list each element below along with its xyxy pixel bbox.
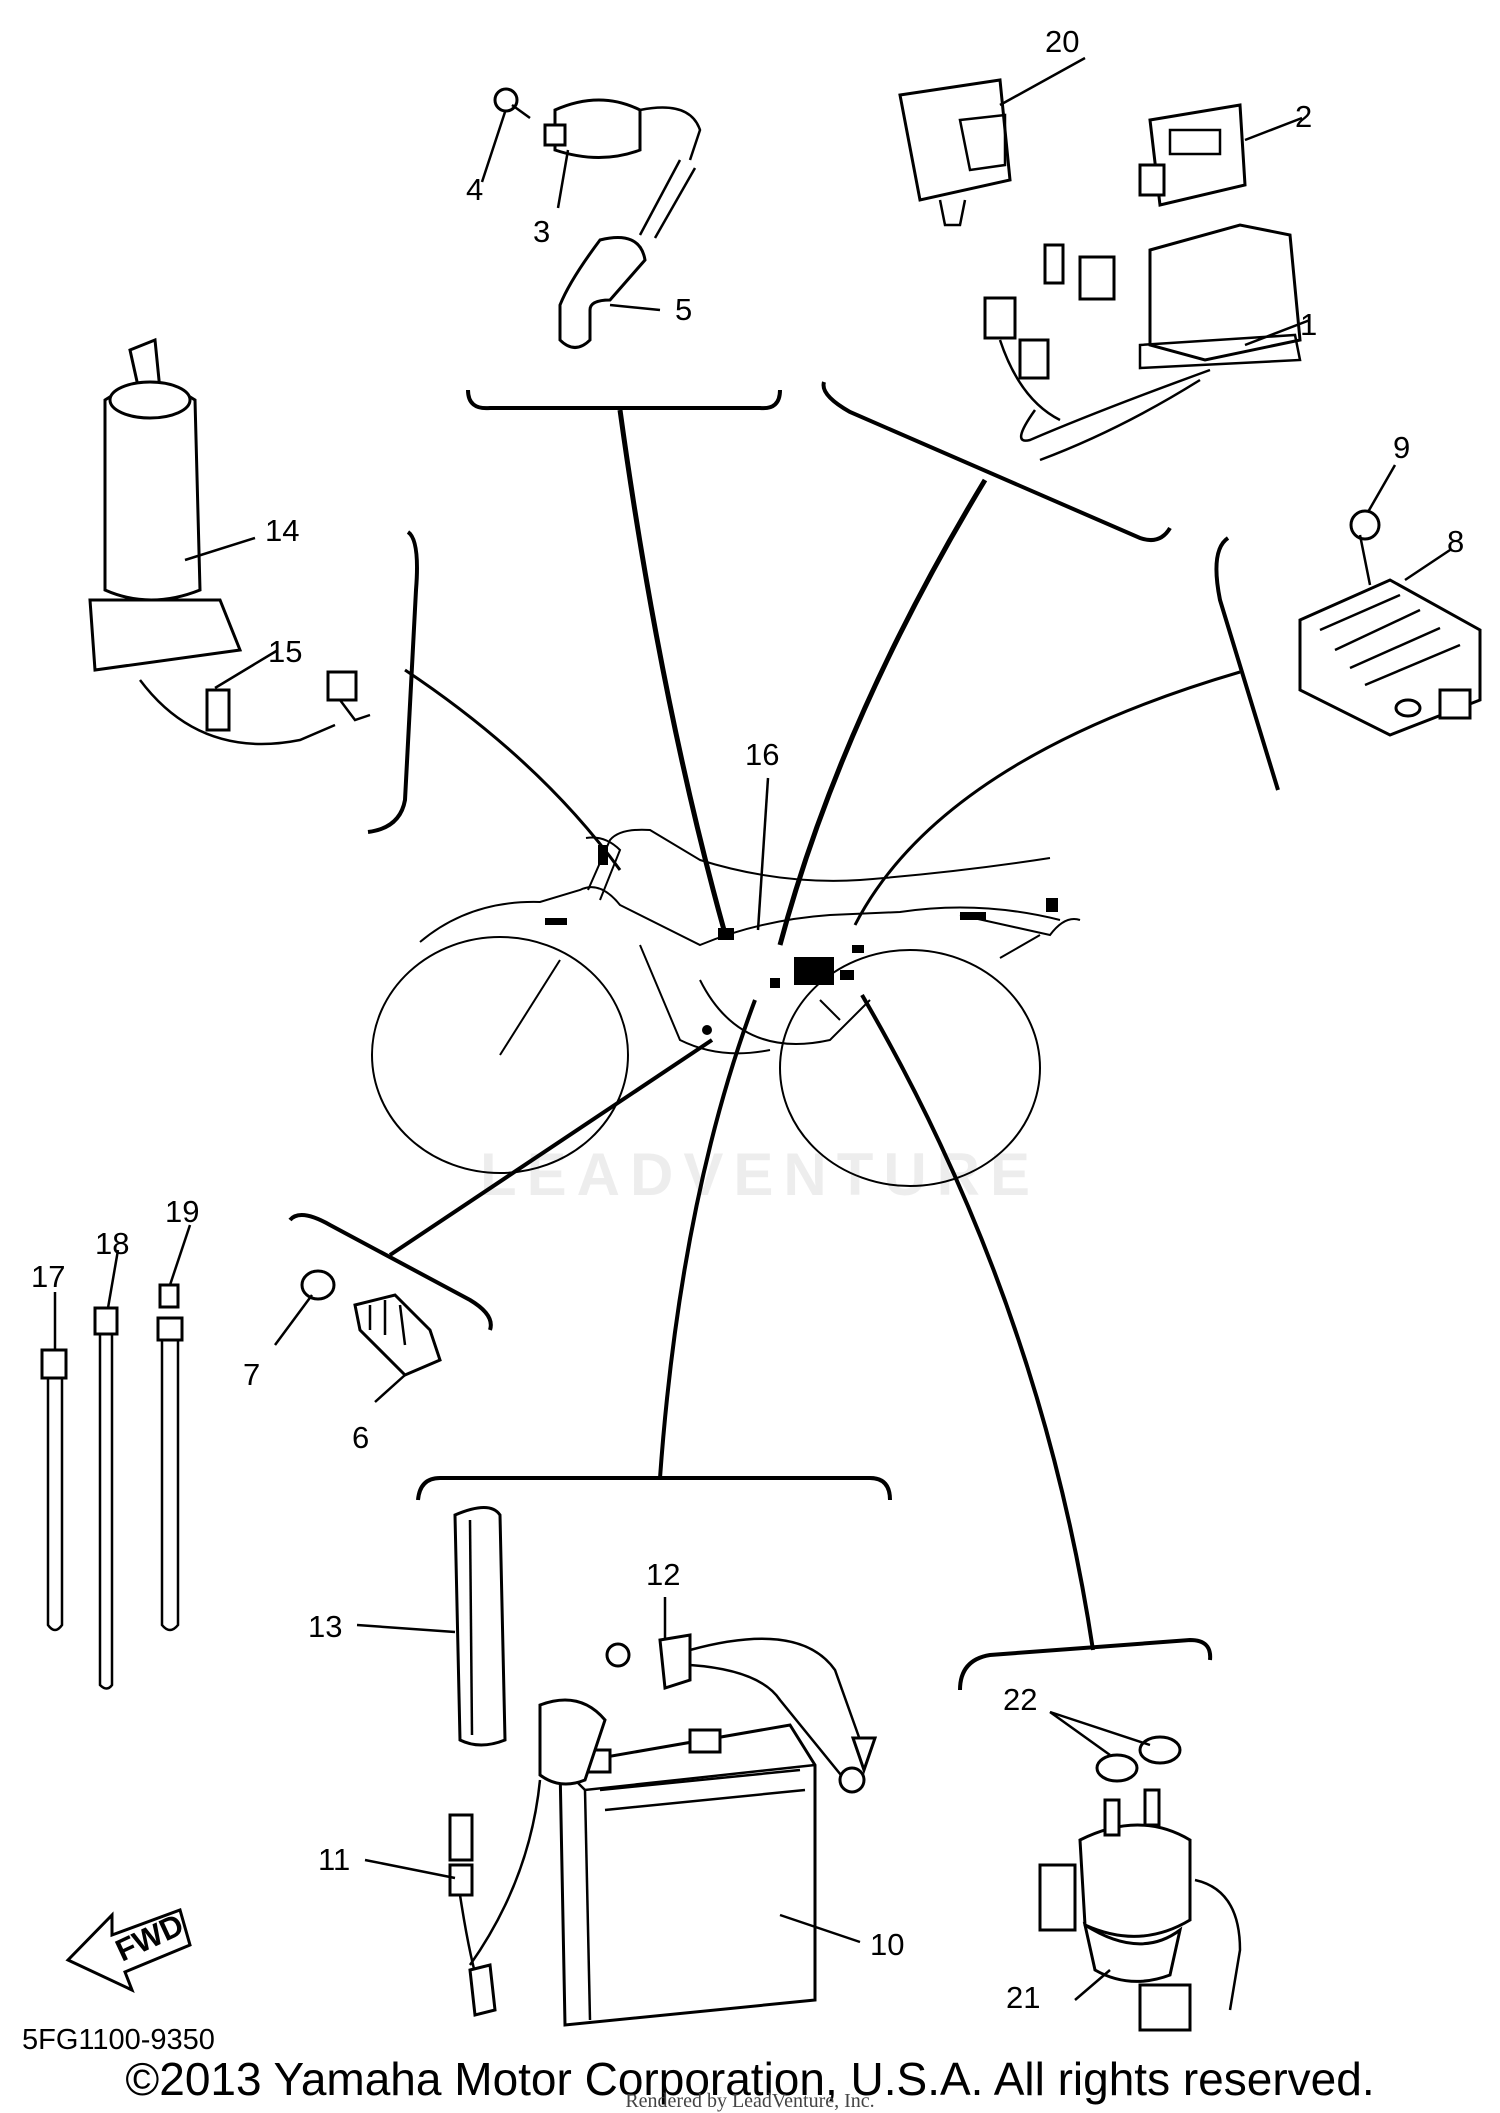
callout-4: 4 [466, 172, 483, 207]
leader-lines [388, 409, 1241, 1651]
motorcycle-outline [371, 828, 1081, 1187]
main-switch-14 [88, 337, 371, 746]
nuts-22 [1095, 1735, 1182, 1783]
callout-7: 7 [243, 1357, 260, 1392]
bolt-4 [493, 87, 531, 120]
ignition-coil-3 [543, 98, 702, 239]
callout-10: 10 [870, 1927, 904, 1962]
relay-20 [898, 78, 1012, 227]
coupler-2 [1138, 103, 1247, 207]
callout-19: 19 [165, 1194, 199, 1229]
callout-16: 16 [745, 737, 779, 772]
callout-21: 21 [1006, 1980, 1040, 2015]
callout-17: 17 [31, 1259, 65, 1294]
callout-18: 18 [95, 1226, 129, 1261]
callout-20: 20 [1045, 24, 1079, 59]
callout-8: 8 [1447, 524, 1464, 559]
cable-12 [605, 1633, 878, 1794]
copyright-notice: ©2013 Yamaha Motor Corporation, U.S.A. A… [125, 2053, 1375, 2105]
group-brackets [288, 381, 1280, 1691]
rendered-by-note: Rendered by LeadVenture, Inc. [625, 2090, 875, 2112]
callout-5: 5 [675, 292, 692, 327]
callout-13: 13 [308, 1609, 342, 1644]
drawing-code: 5FG1100-9350 [22, 2024, 215, 2056]
starter-relay-21 [1038, 1788, 1242, 2032]
forward-arrow-icon: FWD [65, 1907, 192, 1993]
battery-band-13 [453, 1506, 507, 1747]
callout-22: 22 [1003, 1682, 1037, 1717]
callout-9: 9 [1393, 430, 1410, 465]
callout-3: 3 [533, 214, 550, 249]
cdi-unit-1 [983, 223, 1302, 462]
washer-7 [300, 1269, 336, 1301]
callout-15: 15 [268, 634, 302, 669]
battery-10 [558, 1723, 817, 2027]
screw-9 [1349, 509, 1381, 586]
callout-14: 14 [265, 513, 299, 548]
callout-1: 1 [1300, 307, 1317, 342]
callout-11: 11 [318, 1842, 350, 1877]
bolt-15 [205, 688, 231, 732]
callout-pointers [53, 56, 1451, 2001]
spark-plug-cap-5 [558, 236, 647, 349]
cable-tie-17 [40, 1348, 68, 1632]
callout-12: 12 [646, 1557, 680, 1592]
cable-tie-18 [93, 1306, 119, 1690]
neutral-switch-6 [353, 1293, 442, 1377]
callout-numbers: 1 2 3 4 5 6 7 8 9 10 11 12 13 14 15 16 1… [31, 24, 1464, 2015]
battery-cable-11 [448, 1698, 607, 2017]
cable-tie-19 [156, 1283, 184, 1632]
callout-2: 2 [1295, 99, 1312, 134]
callout-6: 6 [352, 1420, 369, 1455]
rectifier-regulator-8 [1298, 578, 1482, 737]
